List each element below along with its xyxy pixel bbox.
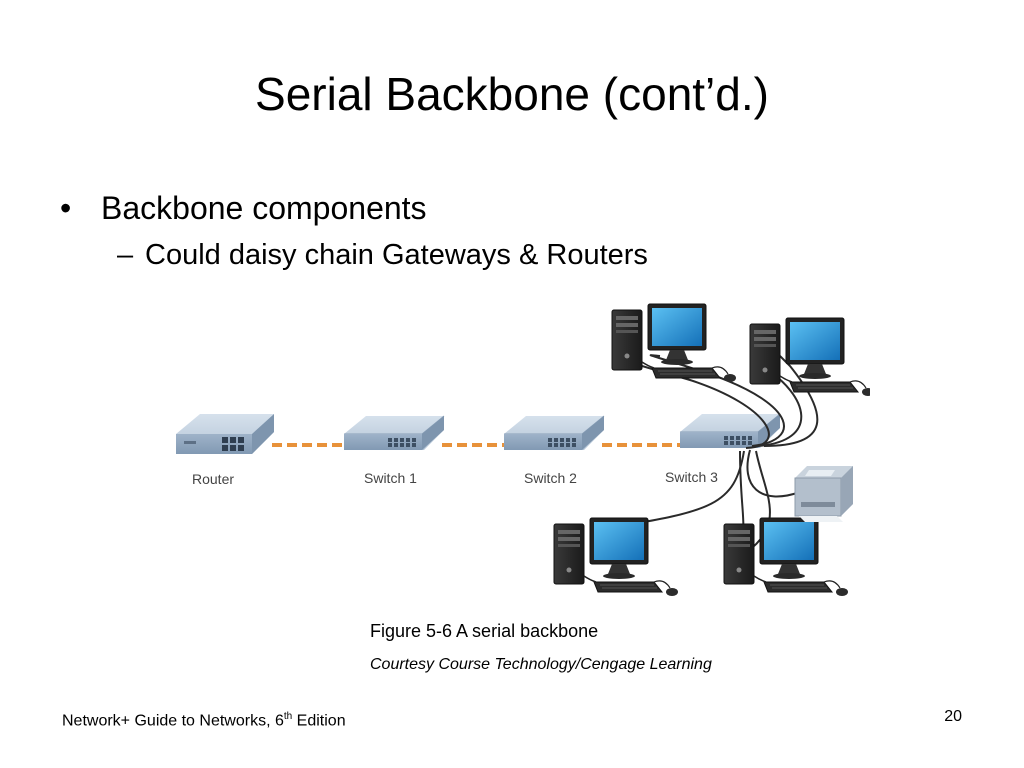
bullet-list: • Backbone components – Could daisy chai… (60, 188, 648, 274)
figure-caption: Figure 5-6 A serial backbone (370, 621, 599, 641)
sub-bullet-item: – Could daisy chain Gateways & Routers (60, 236, 648, 274)
switch-icon (343, 415, 445, 451)
router-label: Router (192, 471, 234, 487)
switch-2-label: Switch 2 (524, 470, 577, 486)
figure-credit: Courtesy Course Technology/Cengage Learn… (370, 656, 712, 673)
footer-book-title: Network+ Guide to Networks, 6th Edition (62, 707, 346, 731)
computer-icon (749, 317, 870, 397)
slide-title: Serial Backbone (cont’d.) (255, 68, 769, 120)
computer-icon (553, 517, 679, 597)
book-title-superscript: th (283, 711, 293, 722)
bullet-glyph: • (60, 190, 72, 226)
book-title-suffix: Edition (292, 712, 346, 730)
printer-icon (794, 466, 853, 522)
bullet-item: • Backbone components (60, 188, 648, 228)
page-number: 20 (944, 708, 962, 725)
sub-bullet-glyph: – (117, 239, 134, 271)
serial-backbone-diagram: Router Switch 1 Switch 2 Switch 3 (176, 303, 870, 597)
computer-icon (611, 303, 737, 383)
switch-1-label: Switch 1 (364, 470, 417, 486)
sub-bullet-text: Could daisy chain Gateways & Routers (145, 239, 648, 271)
computer-icon (723, 517, 849, 597)
book-title-prefix: Network+ Guide to Networks, 6 (62, 712, 284, 730)
switch-icon (503, 415, 605, 451)
bullet-text: Backbone components (101, 190, 427, 226)
switch-3-label: Switch 3 (665, 469, 718, 485)
router-icon (176, 414, 274, 454)
